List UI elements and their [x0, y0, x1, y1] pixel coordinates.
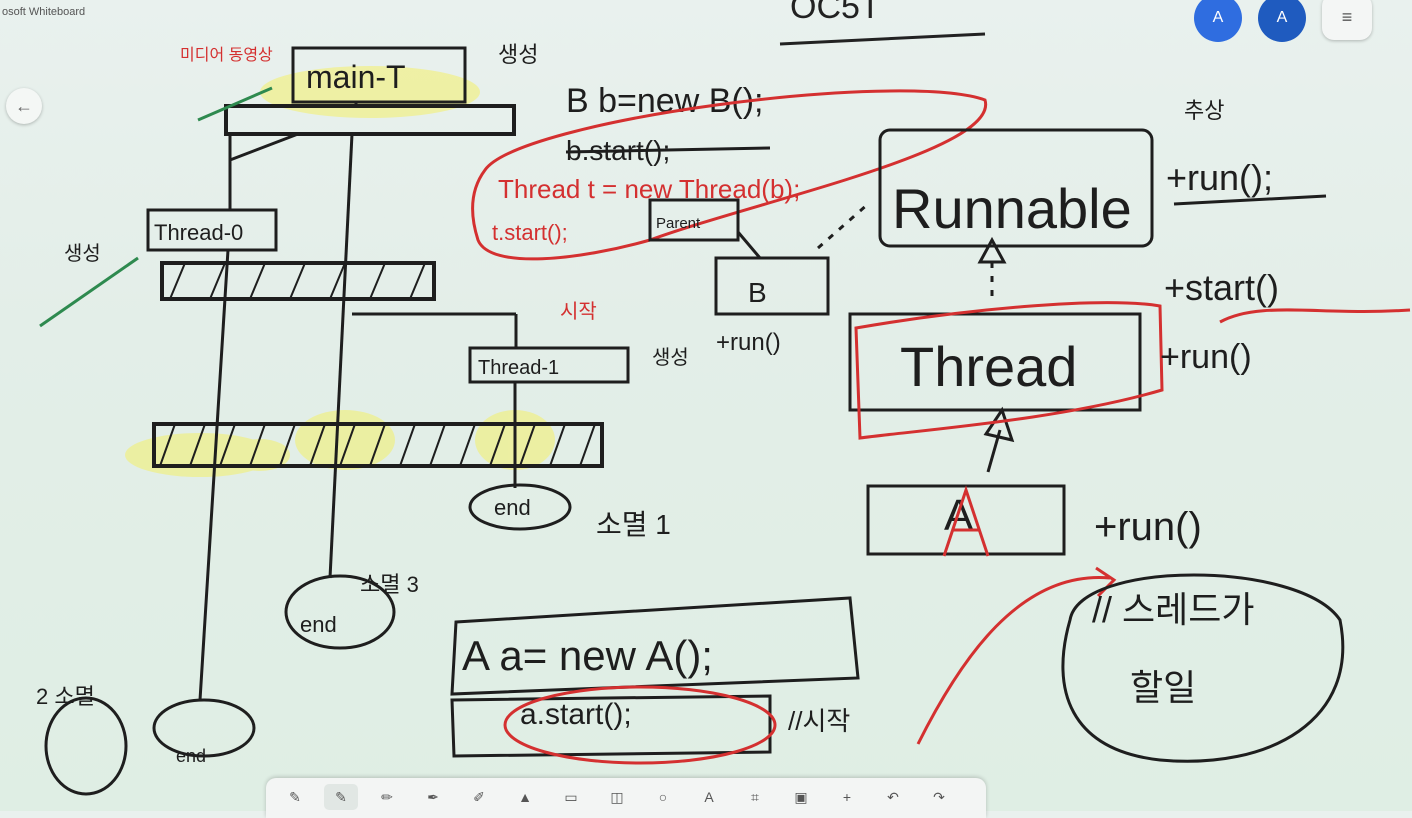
done-label-1: 소멸 1 [596, 509, 671, 540]
code2-line2: a.start(); [520, 698, 632, 731]
class-diagram [648, 128, 1154, 556]
highlight-marks [125, 66, 555, 477]
pen-tool-icon[interactable]: ✎ [289, 788, 301, 805]
text-tool-icon[interactable]: A [704, 789, 714, 805]
avatar-initial: A [1212, 9, 1224, 26]
marker-tool-icon[interactable]: ✒ [427, 788, 439, 805]
back-button[interactable]: ← [6, 88, 42, 124]
undo-icon[interactable]: ↶ [887, 788, 899, 805]
red-arrow-to-bubble [916, 566, 1117, 745]
main-create-label: 생성 [498, 42, 538, 67]
add-tool-icon[interactable]: + [842, 789, 852, 805]
b-method-label: +run() [716, 329, 781, 356]
code2-comment: //시작 [788, 706, 850, 736]
thread0-label: Thread-0 [154, 220, 243, 245]
avatar-initial: A [1276, 9, 1288, 26]
user-avatar-2[interactable]: A [1258, 0, 1306, 42]
pencil-tool-icon[interactable]: ✏ [381, 788, 393, 805]
start-red-underline [1219, 308, 1411, 324]
a-red-overlay [942, 485, 990, 557]
red-note-label: 미디어 동영상 [180, 46, 273, 64]
a-method-label: +run() [1094, 505, 1202, 549]
parent-class-label: Parent [656, 215, 701, 232]
done-label-2: 2 소멸 [36, 684, 95, 709]
done-label-3: 소멸 3 [360, 572, 419, 597]
code2-line1: A a= new A(); [462, 632, 713, 679]
pen-tool-2-icon[interactable]: ✎ [324, 784, 358, 810]
brush-tool-icon[interactable]: ✐ [473, 788, 485, 805]
b-class-label: B [748, 277, 767, 308]
thread-method-start: +start() [1164, 267, 1279, 308]
code1-line4: t.start(); [492, 220, 568, 245]
thread-method-run: +run() [1160, 338, 1252, 376]
eraser-tool-icon[interactable]: ▭ [564, 788, 578, 805]
shape-tool-icon[interactable]: ◫ [610, 788, 624, 805]
top-heading: OC5T [790, 0, 881, 26]
code-block-2 [450, 596, 860, 758]
arrow-left-icon: ← [15, 95, 33, 116]
end-label-3: end [176, 746, 206, 766]
image-tool-icon[interactable]: ▣ [794, 788, 808, 805]
thread1-start-label: 시작 [560, 300, 597, 323]
bubble-line2: 할일 [1130, 667, 1196, 708]
thread-red-outline [854, 301, 1164, 440]
end-label-2: end [300, 612, 337, 637]
end-label-1: end [494, 495, 531, 520]
thread1-create-label: 생성 [652, 346, 689, 369]
menu-button[interactable]: ≡ [1322, 0, 1372, 40]
thread-task-bubble [1061, 573, 1345, 763]
thread0-create-label: 생성 [64, 242, 101, 265]
redo-icon[interactable]: ↷ [933, 788, 945, 805]
code1-red-outline [471, 89, 987, 261]
interface-method-label: +run(); [1166, 157, 1273, 198]
drawing-toolbar: ✎ ✎ ✏ ✒ ✐ ▲ ▭ ◫ ○ A ⌗ ▣ + ↶ ↷ [266, 778, 986, 818]
app-title: osoft Whiteboard [2, 6, 86, 18]
interface-note-label: 추상 [1184, 98, 1224, 123]
highlighter-tool-icon[interactable]: ▲ [518, 789, 532, 805]
lasso-tool-icon[interactable]: ⌗ [751, 788, 759, 805]
bubble-line1: // 스레드가 [1092, 589, 1255, 630]
hamburger-menu-icon: ≡ [1341, 6, 1353, 27]
thread1-label: Thread-1 [478, 357, 559, 379]
user-avatar-1[interactable]: A [1194, 0, 1242, 42]
thread-lifecycle-diagram [44, 46, 630, 796]
runnable-label: Runnable [892, 177, 1132, 240]
main-thread-label: main-T [306, 59, 406, 95]
thread-class-label: Thread [900, 335, 1077, 398]
circle-tool-icon[interactable]: ○ [658, 789, 668, 805]
hatch-lines [159, 262, 596, 467]
code2-red-outline [503, 685, 777, 765]
